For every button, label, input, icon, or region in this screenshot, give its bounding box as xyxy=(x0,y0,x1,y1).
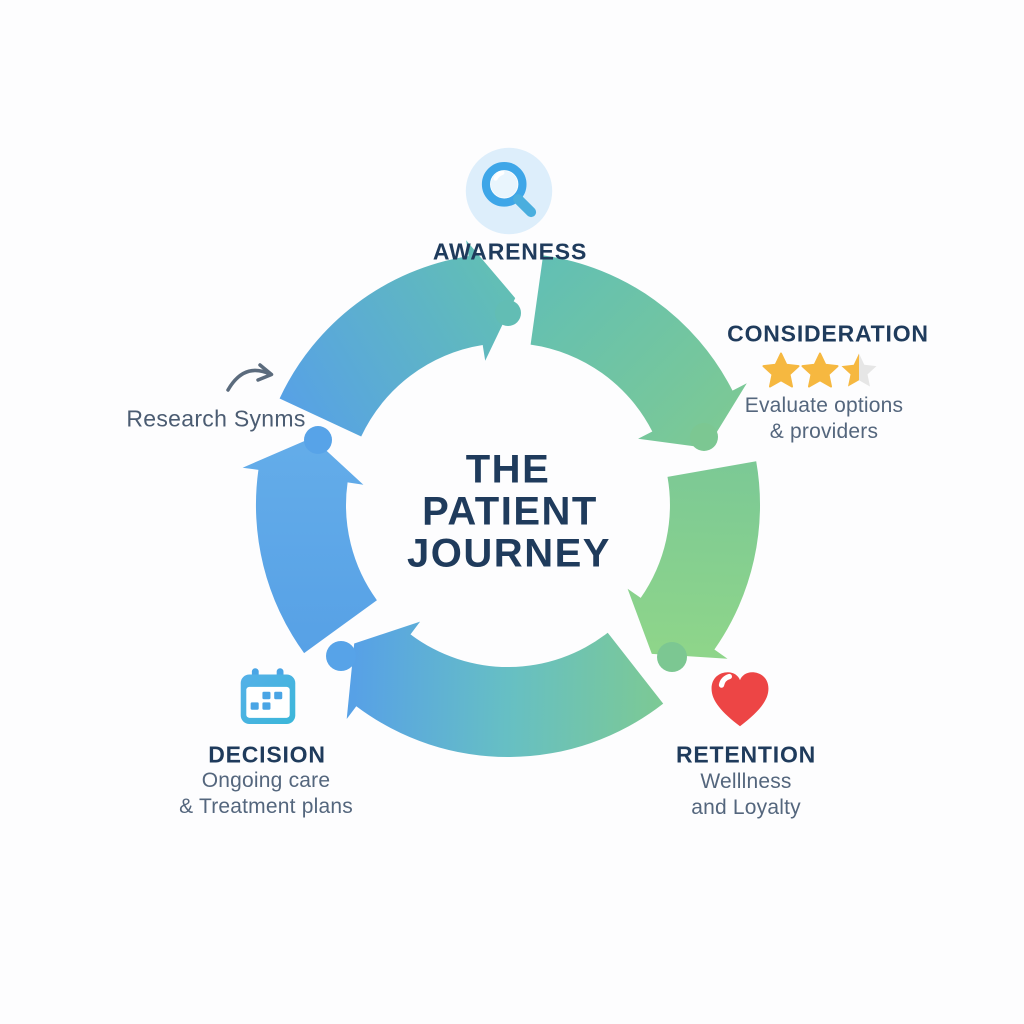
diagram-title-line-3: JOURNEY xyxy=(407,531,611,576)
arc-right xyxy=(627,461,761,659)
arc-top-right xyxy=(530,255,747,448)
star-icon-full xyxy=(762,352,800,388)
node-dot-research xyxy=(304,426,332,454)
star-rating-icon xyxy=(762,352,878,388)
node-dot-decision xyxy=(326,641,356,671)
consideration-desc-line-1: Evaluate options xyxy=(744,394,904,417)
research-label: Research Synms xyxy=(126,405,306,432)
curved-arrow-icon xyxy=(226,363,274,392)
calendar-icon xyxy=(240,668,296,725)
retention-label: RETENTION xyxy=(675,741,817,768)
consideration-label: CONSIDERATION xyxy=(727,320,929,347)
node-dot-retention xyxy=(657,642,687,672)
node-dot-consideration xyxy=(690,423,718,451)
retention-desc-line-2: and Loyalty xyxy=(691,796,801,819)
arc-top-left xyxy=(279,240,516,437)
magnifier-icon xyxy=(465,147,553,235)
heart-icon xyxy=(711,672,769,727)
arc-bottom xyxy=(346,621,664,758)
diagram-title-line-2: PATIENT xyxy=(422,489,598,534)
arc-left xyxy=(242,437,377,654)
decision-label: DECISION xyxy=(208,741,326,768)
star-icon-half xyxy=(841,353,877,387)
awareness-label: AWARENESS xyxy=(432,238,588,265)
consideration-desc-line-2: & providers xyxy=(769,420,879,443)
decision-desc-line-1: Ongoing care xyxy=(201,769,331,792)
decision-desc-line-2: & Treatment plans xyxy=(179,795,353,818)
star-icon-full xyxy=(801,352,839,388)
retention-desc-line-1: Welllness xyxy=(700,770,792,793)
diagram-title-line-1: THE xyxy=(465,447,551,492)
node-dot-awareness xyxy=(495,300,521,326)
